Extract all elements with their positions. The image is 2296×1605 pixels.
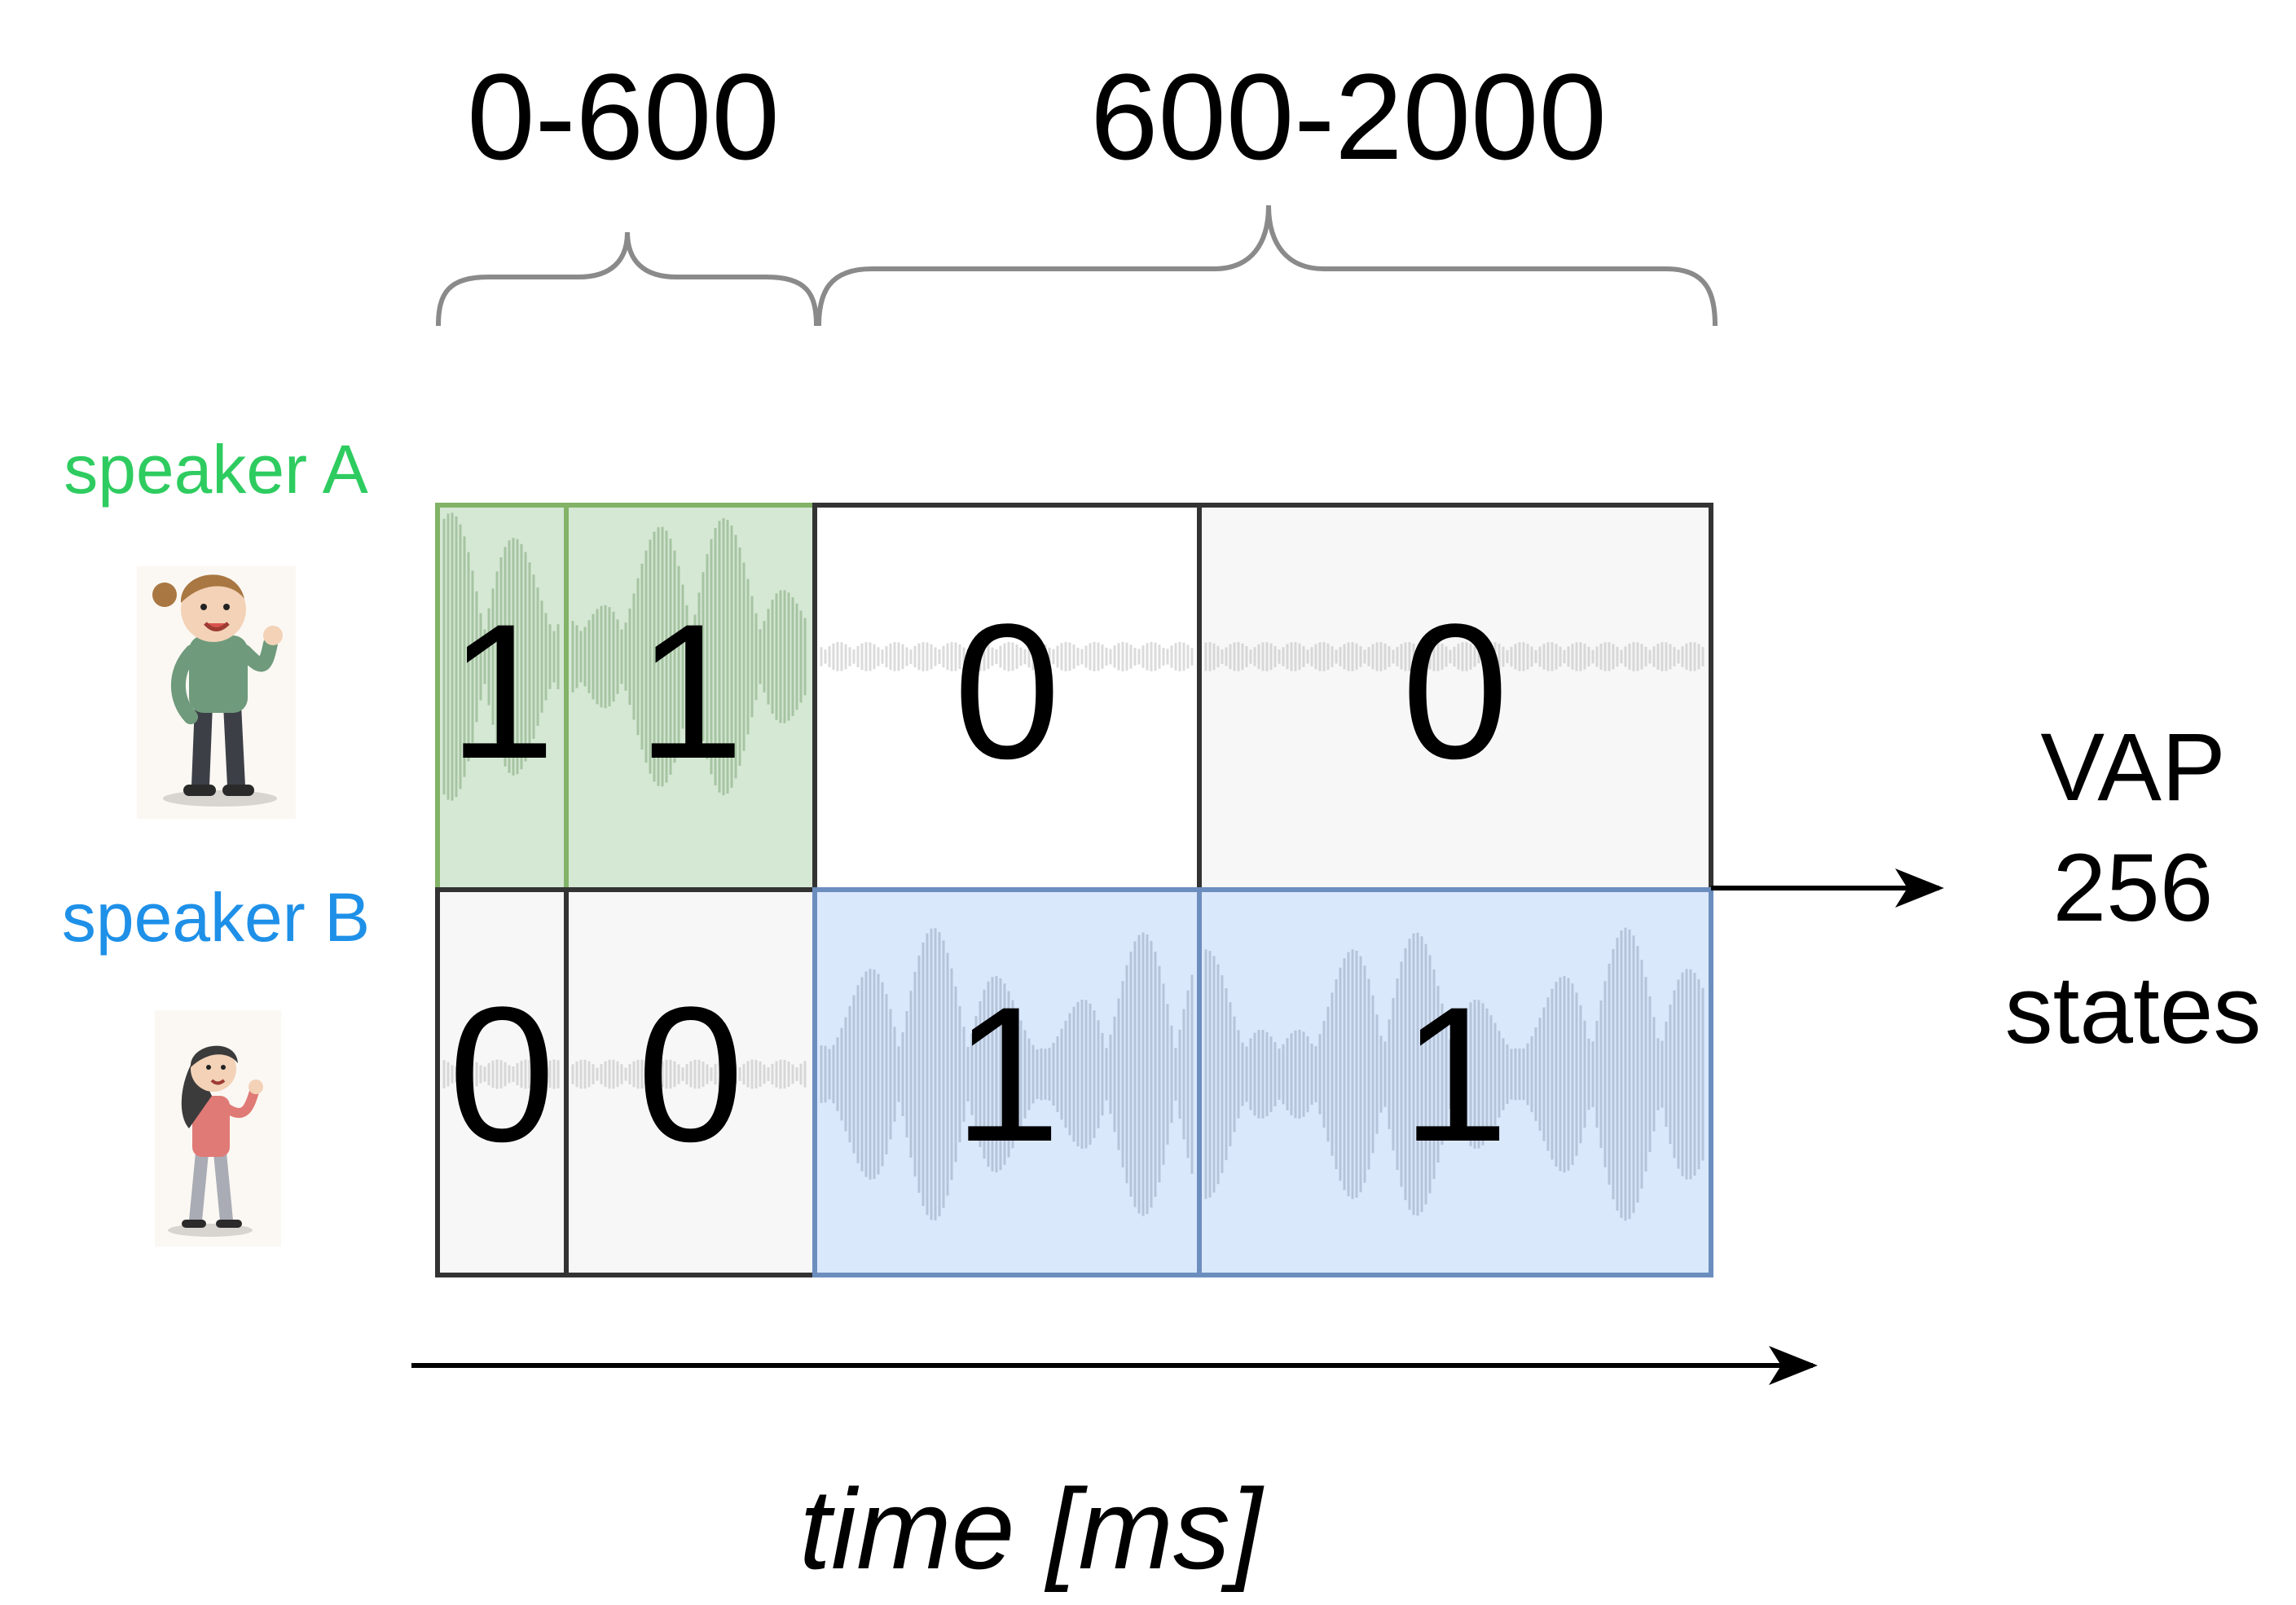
audio-waveforms xyxy=(442,512,1704,1221)
range-label-long: 600-2000 xyxy=(1090,48,1607,185)
vap-cell-a-3 xyxy=(812,503,1202,892)
bit-b-2: 0 xyxy=(637,967,744,1182)
bit-b-3: 1 xyxy=(953,967,1060,1182)
waveform-b-2 xyxy=(571,1059,807,1089)
waveform-b-3 xyxy=(820,928,1194,1220)
speaker-b-label: speaker B xyxy=(62,879,370,956)
bit-a-3: 0 xyxy=(953,584,1060,799)
waveform-a-2 xyxy=(571,517,807,796)
range-label-short: 0-600 xyxy=(467,48,780,185)
bit-a-1: 1 xyxy=(448,584,555,799)
brace-short xyxy=(436,231,819,327)
waveform-a-1 xyxy=(442,512,560,801)
vap-cell-a-1 xyxy=(435,503,569,892)
waveform-a-3 xyxy=(820,642,1194,671)
output-label-line3: states xyxy=(2005,956,2262,1064)
speaker-a-label: speaker A xyxy=(64,431,368,508)
bit-a-4: 0 xyxy=(1401,584,1508,799)
vap-cell-a-4 xyxy=(1197,503,1713,892)
vap-cell-b-3 xyxy=(812,887,1202,1277)
girl-talking-icon xyxy=(155,1010,281,1247)
waveform-a-4 xyxy=(1204,642,1704,671)
bit-a-2: 1 xyxy=(637,584,744,799)
bit-b-1: 0 xyxy=(448,967,555,1182)
bit-b-4: 1 xyxy=(1401,967,1508,1182)
output-label-line2: 256 xyxy=(2053,834,2214,942)
time-axis-label: time [ms] xyxy=(799,1465,1265,1593)
waveform-b-4 xyxy=(1204,927,1704,1221)
brace-long xyxy=(816,204,1718,327)
vap-cell-b-4 xyxy=(1197,887,1713,1277)
output-label-line1: VAP xyxy=(2040,714,2225,821)
boy-waving-icon xyxy=(137,566,296,819)
vap-bin-grid xyxy=(435,503,1713,1277)
waveform-b-1 xyxy=(442,1059,560,1089)
